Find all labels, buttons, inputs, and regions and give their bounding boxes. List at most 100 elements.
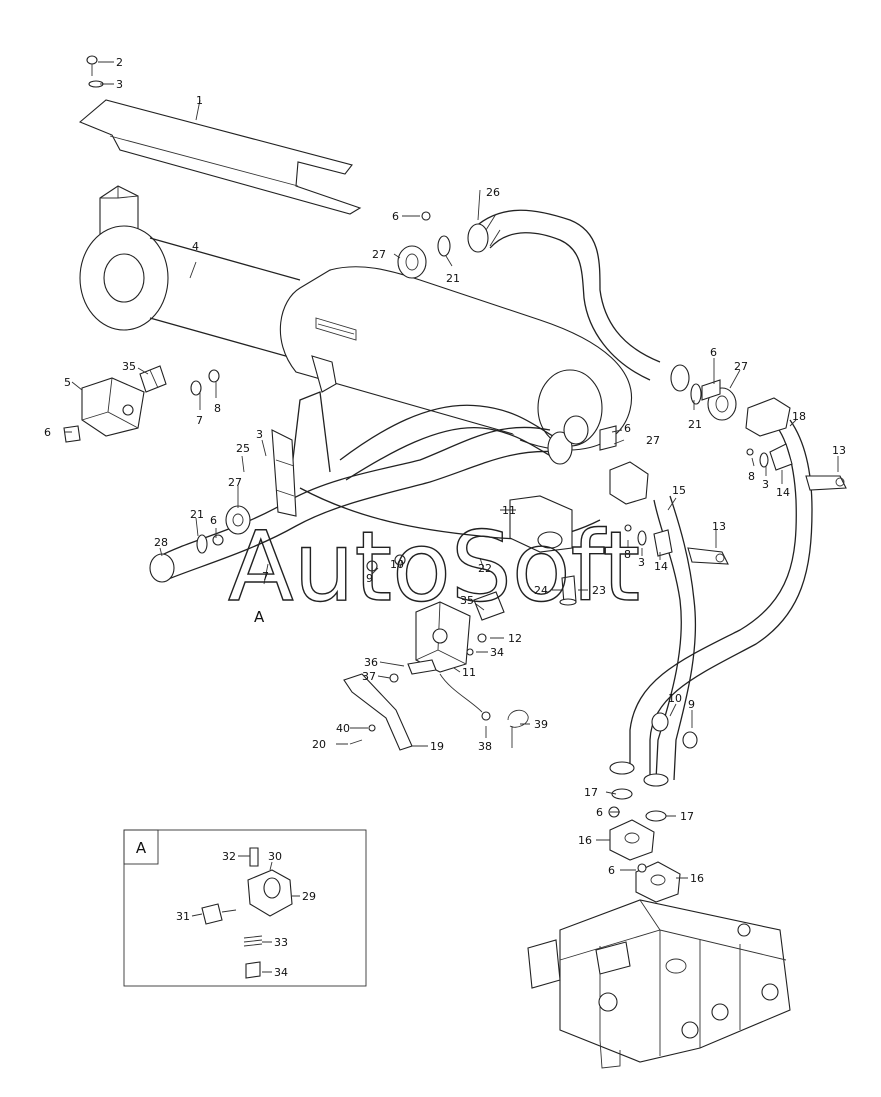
callout-16: 16 <box>690 872 704 885</box>
callout-12: 12 <box>508 632 522 645</box>
callout-11: 11 <box>462 666 476 679</box>
clip-39 <box>507 709 529 748</box>
callout-32: 32 <box>222 850 236 863</box>
callout-17: 17 <box>680 810 694 823</box>
detail-label: A <box>136 839 147 857</box>
callout-18: 18 <box>792 410 806 423</box>
clamp-27-center <box>563 415 649 505</box>
bracket-25 <box>271 429 297 517</box>
callout-10: 10 <box>668 692 682 705</box>
muffler <box>79 225 632 451</box>
nut-8-left <box>208 369 220 383</box>
callout-19: 19 <box>430 740 444 753</box>
callout-3: 3 <box>256 428 263 441</box>
callout-25: 25 <box>236 442 250 455</box>
callout-28: 28 <box>154 536 168 549</box>
nut-34 <box>466 648 474 656</box>
callout-8: 8 <box>624 548 631 561</box>
callout-21: 21 <box>190 508 204 521</box>
callout-11: 11 <box>502 504 516 517</box>
callout-3: 3 <box>762 478 769 491</box>
bolt-6-left-clamp <box>212 534 224 546</box>
callout-1: 1 <box>196 94 203 107</box>
nuts-9-10-right <box>651 712 698 749</box>
clamp-13-center <box>687 547 729 565</box>
callout-6: 6 <box>392 210 399 223</box>
switch-31 <box>201 903 237 925</box>
callout-39: 39 <box>534 718 548 731</box>
gasket-21-right <box>690 383 702 405</box>
watermark: AutoSoft <box>228 511 640 623</box>
heat-shield <box>78 99 362 247</box>
callout-21: 21 <box>688 418 702 431</box>
callout-9: 9 <box>366 572 373 585</box>
callout-10: 10 <box>390 558 404 571</box>
callout-35: 35 <box>460 594 474 607</box>
washer-3-right <box>637 452 769 546</box>
callout-29: 29 <box>302 890 316 903</box>
bolt-8-right <box>624 448 754 532</box>
callout-14: 14 <box>776 486 790 499</box>
callout-4: 4 <box>192 240 199 253</box>
clamp-13-right <box>805 475 847 491</box>
bolt-37 <box>389 673 399 683</box>
nut-34-detail <box>245 961 261 979</box>
callout-34: 34 <box>274 966 288 979</box>
callout-2: 2 <box>116 56 123 69</box>
bolt-6-left <box>63 425 81 443</box>
callout-31: 31 <box>176 910 190 923</box>
callout-27: 27 <box>734 360 748 373</box>
callout-6: 6 <box>710 346 717 359</box>
bracket-29 <box>247 869 293 917</box>
callout-34: 34 <box>490 646 504 659</box>
callout-20: 20 <box>312 738 326 751</box>
pipe-26 <box>467 209 690 392</box>
callout-35: 35 <box>122 360 136 373</box>
callout-26: 26 <box>486 186 500 199</box>
callout-14: 14 <box>654 560 668 573</box>
pin-40-20 <box>349 724 376 745</box>
callout-21: 21 <box>446 272 460 285</box>
callouts: 2 3 1 4 5 35 7 8 6 26 6 27 21 6 27 21 18… <box>44 56 846 979</box>
bracket-11-lower <box>415 601 471 673</box>
callout-3: 3 <box>116 78 123 91</box>
callout-36: 36 <box>364 656 378 669</box>
callout-37: 37 <box>362 670 376 683</box>
bolt-23-24 <box>559 575 577 606</box>
bracket-5 <box>81 377 145 437</box>
flange-16-lower <box>635 861 681 903</box>
seal-17 <box>611 788 667 822</box>
callout-23: 23 <box>592 584 606 597</box>
callout-40: 40 <box>336 722 350 735</box>
lever-36 <box>407 659 437 675</box>
callout-5: 5 <box>64 376 71 389</box>
callout-6: 6 <box>210 514 217 527</box>
callout-7: 7 <box>196 414 203 427</box>
callout-6: 6 <box>596 806 603 819</box>
bolt-12 <box>477 633 487 643</box>
callout-13: 13 <box>712 520 726 533</box>
sensor-35-lower <box>473 591 505 621</box>
washer-7-left <box>190 380 202 396</box>
callout-17: 17 <box>584 786 598 799</box>
detail-a-callout: A <box>254 608 265 626</box>
callout-8: 8 <box>214 402 221 415</box>
callout-33: 33 <box>274 936 288 949</box>
callout-6: 6 <box>624 422 631 435</box>
spring-33 <box>243 935 263 947</box>
nuts-9-10-mid <box>366 554 406 572</box>
callout-27: 27 <box>372 248 386 261</box>
callout-27: 27 <box>228 476 242 489</box>
clamp-27-right <box>701 379 737 421</box>
callout-3: 3 <box>638 556 645 569</box>
detail-box-a: A <box>123 829 367 987</box>
callout-13: 13 <box>832 444 846 457</box>
pipe-7 <box>149 391 601 583</box>
pedal-19 <box>343 673 413 751</box>
bolt-6-top <box>421 211 431 221</box>
callout-8: 8 <box>748 470 755 483</box>
callout-7: 7 <box>262 570 269 583</box>
callout-22: 22 <box>478 562 492 575</box>
callout-6: 6 <box>44 426 51 439</box>
sensor-35-left <box>139 365 167 393</box>
